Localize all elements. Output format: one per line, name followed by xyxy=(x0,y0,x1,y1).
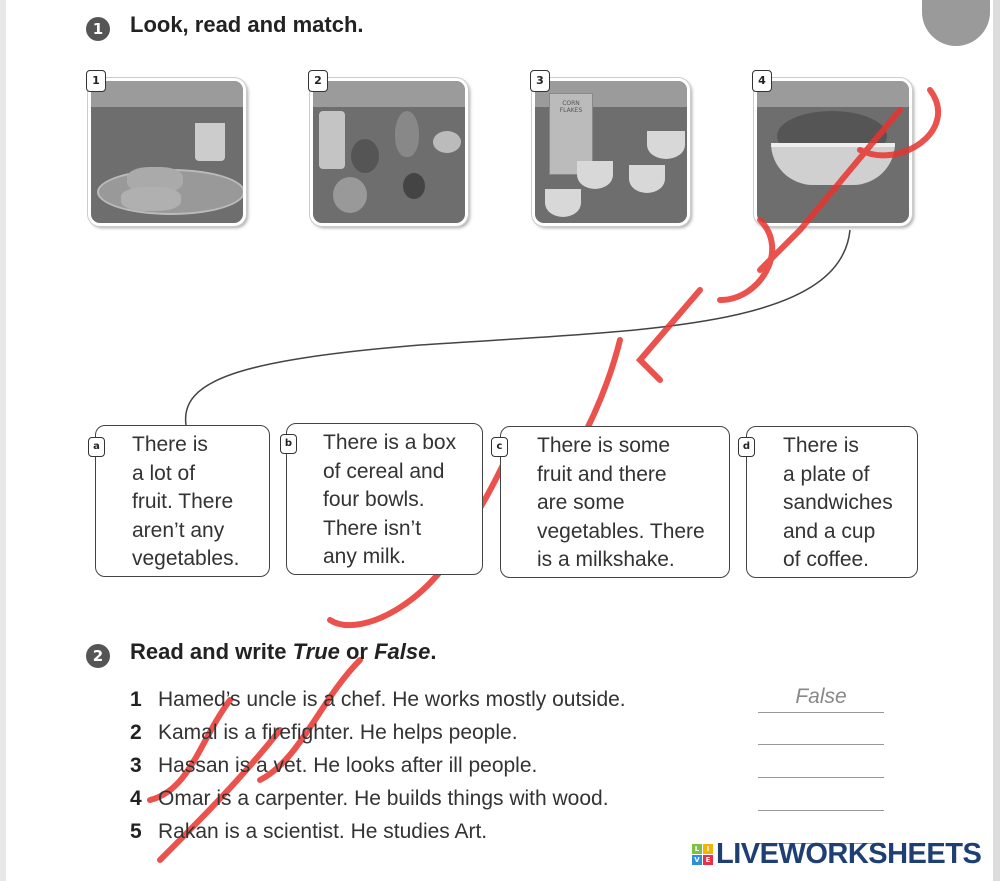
sentence-box-c: There is some fruit and there are some v… xyxy=(500,426,730,578)
sentence-line: any milk. xyxy=(323,545,406,568)
sentence-line: vegetables. There xyxy=(537,519,705,543)
sentence-line: of coffee. xyxy=(783,548,870,571)
sentence-line: of cereal and xyxy=(323,459,445,483)
sentence-letter-tag: d xyxy=(738,437,755,457)
exercise1-title: Look, read and match. xyxy=(130,12,364,37)
liveworksheets-logo: L I V E LIVEWORKSHEETS xyxy=(692,838,982,871)
scrollbar[interactable] xyxy=(993,0,1000,881)
sentence-line: aren’t any xyxy=(132,518,225,542)
logo-icon: L I V E xyxy=(692,844,713,865)
exercise-number: 1 xyxy=(86,17,110,41)
picture-number-tag: 2 xyxy=(308,70,328,92)
watermark xyxy=(147,87,941,863)
sentence-letter-tag: a xyxy=(88,437,105,457)
sentence-box-b: There is a box of cereal and four bowls.… xyxy=(286,423,483,575)
page-edge xyxy=(0,0,6,881)
answer-field-3[interactable] xyxy=(758,750,884,778)
sentence-line: sandwiches xyxy=(783,491,893,514)
picture-number-tag: 1 xyxy=(86,70,106,92)
exercise2-title: Read and write True or False. xyxy=(130,639,437,664)
sentence-line: are some xyxy=(537,491,625,514)
sentence-letter-tag: b xyxy=(280,434,297,454)
sentence-line: There isn’t xyxy=(323,516,422,540)
exercise-number: 2 xyxy=(86,644,110,668)
logo-text: LIVEWORKSHEETS xyxy=(716,838,982,870)
sentence-line: a plate of xyxy=(783,462,870,486)
picture-2 xyxy=(310,78,468,226)
answer-field-1[interactable]: False xyxy=(758,685,884,713)
answer-field-4[interactable] xyxy=(758,783,884,811)
picture-number-tag: 3 xyxy=(530,70,550,92)
picture-number-tag: 4 xyxy=(752,70,772,92)
sentence-line: and a cup xyxy=(783,519,876,543)
sentence-box-a: There is a lot of fruit. There aren’t an… xyxy=(95,425,270,577)
sentence-line: There is some xyxy=(537,434,671,457)
sentence-letter-tag: c xyxy=(491,437,508,457)
sentence-line: There is a box xyxy=(323,431,457,454)
sentence-line: fruit. There xyxy=(132,490,234,513)
picture-3: CORN FLAKES xyxy=(532,78,690,226)
sentence-line: is a milkshake. xyxy=(537,548,675,571)
sentence-line: four bowls. xyxy=(323,488,425,511)
sentence-box-d: There is a plate of sandwiches and a cup… xyxy=(746,426,918,578)
answer-field-5[interactable] xyxy=(758,816,884,844)
answer-field-2[interactable] xyxy=(758,717,884,745)
sentence-line: vegetables. xyxy=(132,547,240,570)
sentence-line: a lot of xyxy=(132,461,196,485)
match-line-4-a xyxy=(184,229,851,426)
sentence-line: There is xyxy=(783,434,859,457)
picture-1 xyxy=(88,78,246,226)
sentence-line: There is xyxy=(132,433,208,456)
sentence-line: fruit and there xyxy=(537,462,667,486)
